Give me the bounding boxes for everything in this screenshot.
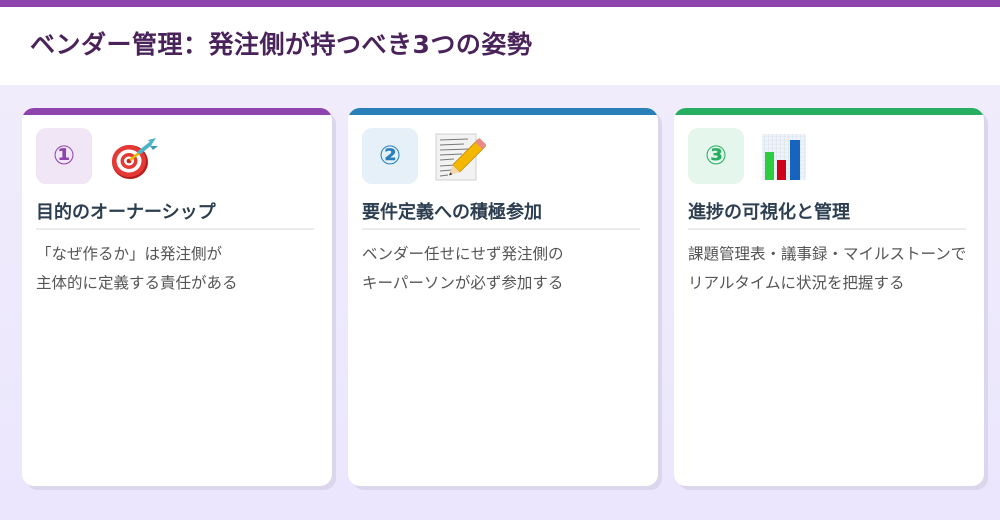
- card-progress-visualization: ③ 進捗の可視化と管理 課題管理表・議事録・マイルストーンで リアルタイムに状況…: [674, 108, 984, 486]
- number-badge: ①: [36, 128, 92, 184]
- card-accent-bar: [674, 108, 984, 115]
- card-description: 課題管理表・議事録・マイルストーンで リアルタイムに状況を把握する: [688, 240, 966, 298]
- card-description: ベンダー任せにせず発注側の キーパーソンが必ず参加する: [362, 240, 564, 298]
- number-badge: ②: [362, 128, 418, 184]
- target-dart-icon: [108, 132, 160, 182]
- card-description-line: キーパーソンが必ず参加する: [362, 274, 564, 292]
- card-description-line: ベンダー任せにせず発注側の: [362, 245, 564, 263]
- header: ベンダー管理：発注側が持つべき3つの姿勢: [0, 7, 1000, 85]
- number-badge: ③: [688, 128, 744, 184]
- card-description-line: 主体的に定義する責任がある: [36, 274, 238, 292]
- card-description-line: 課題管理表・議事録・マイルストーンで: [688, 245, 967, 263]
- divider: [36, 228, 314, 230]
- top-accent-bar: [0, 0, 1000, 7]
- card-requirements-participation: ②: [348, 108, 658, 486]
- card-title: 目的のオーナーシップ: [36, 202, 216, 223]
- page-title: ベンダー管理：発注側が持つべき3つの姿勢: [30, 30, 533, 59]
- divider: [688, 228, 966, 230]
- divider: [362, 228, 640, 230]
- bar-chart-icon: [760, 132, 812, 182]
- memo-pencil-icon: [434, 132, 487, 182]
- card-description-line: リアルタイムに状況を把握する: [688, 274, 905, 292]
- card-description: 「なぜ作るか」は発注側が 主体的に定義する責任がある: [36, 240, 238, 298]
- card-description-line: 「なぜ作るか」は発注側が: [36, 245, 223, 263]
- card-title: 進捗の可視化と管理: [688, 202, 850, 223]
- card-title: 要件定義への積極参加: [362, 202, 542, 223]
- card-accent-bar: [22, 108, 332, 115]
- card-purpose-ownership: ① 目的のオーナーシップ 「なぜ作るか」は発注側が 主体的に定義する責任がある: [22, 108, 332, 486]
- card-accent-bar: [348, 108, 658, 115]
